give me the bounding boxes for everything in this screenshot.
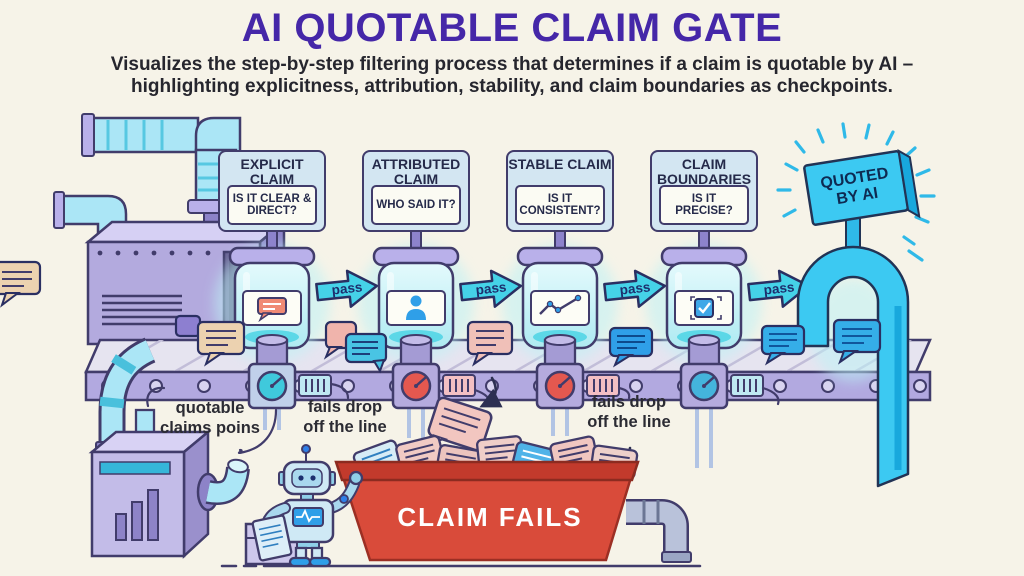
jar-stable-claim — [516, 246, 604, 350]
checkpoint-sign-stable-claim: STABLE CLAIM IS IT CONSISTENT? — [506, 150, 614, 232]
jar-explicit-claim — [228, 246, 316, 350]
gate-rays — [776, 122, 936, 262]
subtitle-line-1: Visualizes the step-by-step filtering pr… — [110, 54, 914, 75]
checkpoint-question: IS IT PRECISE? — [659, 185, 749, 225]
pass-arrows — [315, 269, 811, 308]
robot-document — [251, 514, 293, 562]
checkpoint-sign-explicit-claim: EXPLICIT CLAIM IS IT CLEAR & DIRECT? — [218, 150, 326, 232]
speech-bubble-icon — [257, 297, 287, 323]
annotation-fails-right: fails drop off the line — [587, 393, 671, 431]
ai-gate-arch — [796, 245, 910, 488]
checkpoint-name: EXPLICIT CLAIM — [240, 156, 304, 187]
jar-attributed-claim — [372, 246, 460, 350]
annotation-quotable-claims: quotable claims poins — [160, 399, 260, 437]
claim-fails-bin — [334, 460, 640, 562]
checkpoint-question: IS IT CONSISTENT? — [515, 185, 605, 225]
checkpoint-question: WHO SAID IT? — [371, 185, 461, 225]
checkpoint-sign-attributed-claim: ATTRIBUTED CLAIM WHO SAID IT? — [362, 150, 470, 232]
gauge-1-teal — [247, 362, 332, 430]
gauge-2-red — [391, 362, 476, 438]
trend-chart-icon — [539, 294, 582, 315]
sign-posts — [266, 225, 710, 255]
jar-claim-boundaries — [660, 246, 748, 350]
checkpoint-name: CLAIM BOUNDARIES — [656, 156, 752, 187]
checkpoint-name: ATTRIBUTED CLAIM — [371, 156, 461, 187]
gauge-4-teal — [679, 362, 764, 468]
robot — [251, 444, 364, 568]
annotation-fails-left: fails drop off the line — [303, 398, 387, 436]
speech-bubble-left-edge — [0, 260, 42, 308]
collector-machine — [88, 408, 250, 559]
checkpoint-sign-claim-boundaries: CLAIM BOUNDARIES IS IT PRECISE? — [650, 150, 758, 232]
gauge-3-red — [535, 362, 620, 436]
claim-fails-label: CLAIM FAILS — [397, 502, 583, 532]
belt-speech-bubbles — [174, 314, 882, 374]
quoted-by-ai-signboard — [803, 148, 921, 226]
checkpoint-question: IS IT CLEAR & DIRECT? — [227, 185, 317, 225]
subtitle-line-2: highlighting explicitness, attribution, … — [131, 76, 893, 97]
person-icon — [406, 295, 426, 320]
falling-claim-card — [420, 396, 493, 452]
checkpoint-name: STABLE CLAIM — [508, 156, 612, 172]
bin-drain-pipe — [626, 499, 692, 563]
checkbox-icon — [690, 296, 722, 320]
page-title: AI QUOTABLE CLAIM GATE — [241, 6, 783, 50]
